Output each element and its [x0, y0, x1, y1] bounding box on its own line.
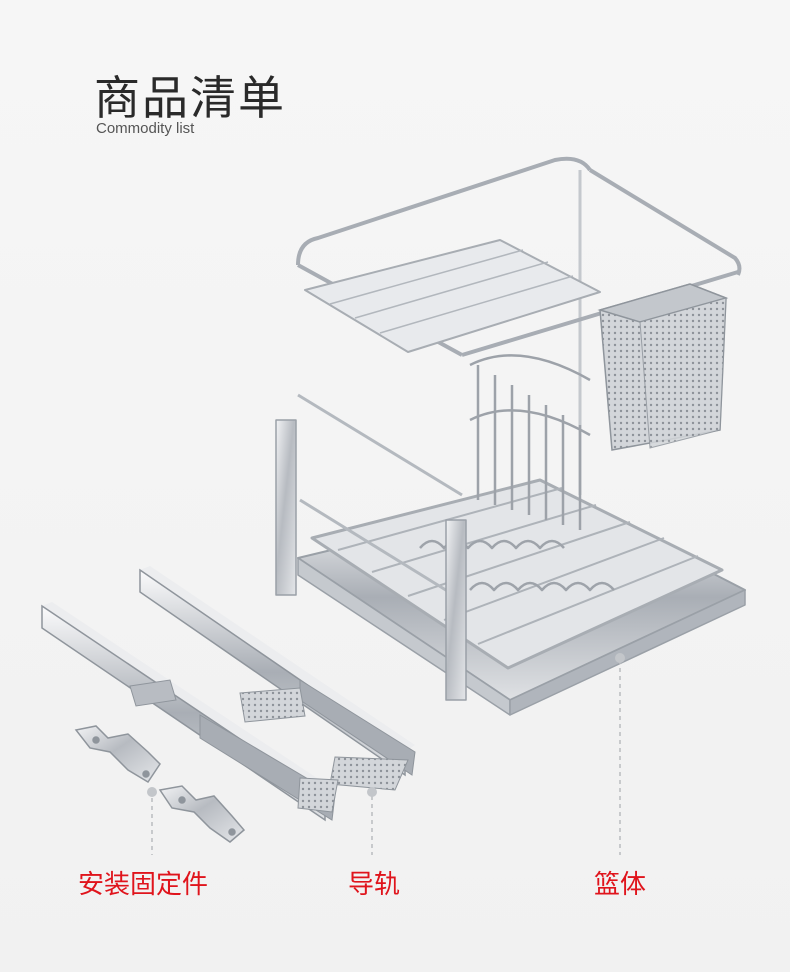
page-title: 商品清单: [94, 71, 286, 125]
utensil-holder-icon: [597, 283, 729, 451]
bracket-callout-dot: [147, 787, 157, 797]
rails-label: 导轨: [348, 870, 401, 900]
basket-callout-dot: [615, 653, 625, 663]
basket-icon: [275, 156, 746, 716]
callout-leaders: [151, 660, 621, 855]
brackets-icon: [74, 725, 246, 843]
basket-label: 篮体: [594, 870, 647, 900]
rail-callout-dot: [367, 787, 377, 797]
rails-icon: [41, 566, 416, 822]
brackets-label: 安装固定件: [78, 870, 209, 900]
page-subtitle: Commodity list: [96, 120, 195, 137]
